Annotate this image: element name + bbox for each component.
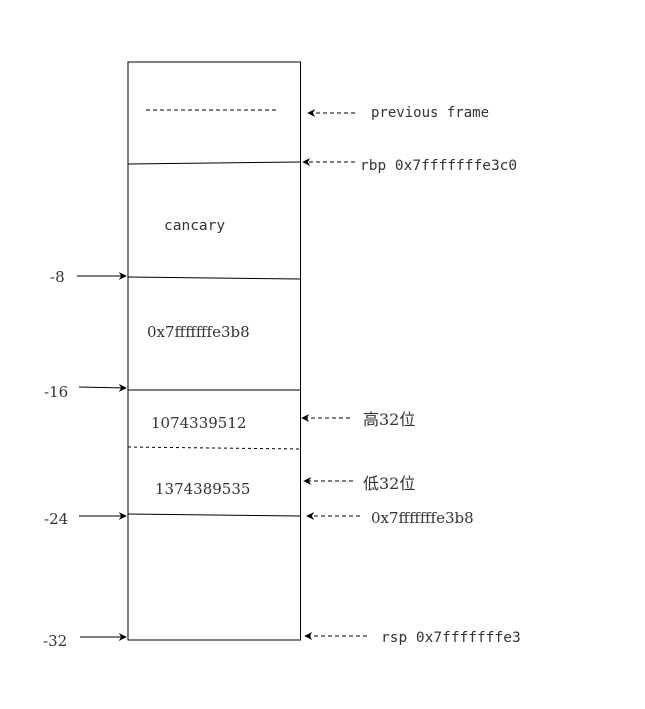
divider-24 [127, 513, 301, 517]
label-offset-8: -8 [50, 268, 65, 286]
cell-canary: cancary [164, 218, 225, 234]
cell-high32: 1074339512 [151, 414, 246, 432]
label-previous-frame: previous frame [371, 105, 489, 121]
label-offset-24: -24 [44, 510, 68, 528]
divider-rbp [127, 161, 301, 165]
label-rsp: rsp 0x7fffffffe3a0 [381, 630, 538, 646]
label-high-bits: 高32位 [363, 410, 415, 429]
label-addr-pointer: 0x7fffffffe3b8 [371, 509, 474, 527]
right-labels: previous frame rbp 0x7fffffffe3c0 高32位 低… [360, 105, 538, 646]
label-low-bits: 低32位 [363, 474, 415, 493]
cell-low32: 1374389535 [155, 480, 250, 498]
label-rbp: rbp 0x7fffffffe3c0 [360, 158, 517, 174]
label-offset-16: -16 [44, 383, 68, 401]
divider-8 [127, 276, 301, 280]
arrow-offset-16 [78, 383, 127, 392]
divider-mid-dashed [127, 446, 301, 450]
label-offset-32: -32 [43, 632, 67, 650]
cell-addr: 0x7fffffffe3b8 [147, 323, 250, 341]
stack-outline [127, 61, 301, 641]
